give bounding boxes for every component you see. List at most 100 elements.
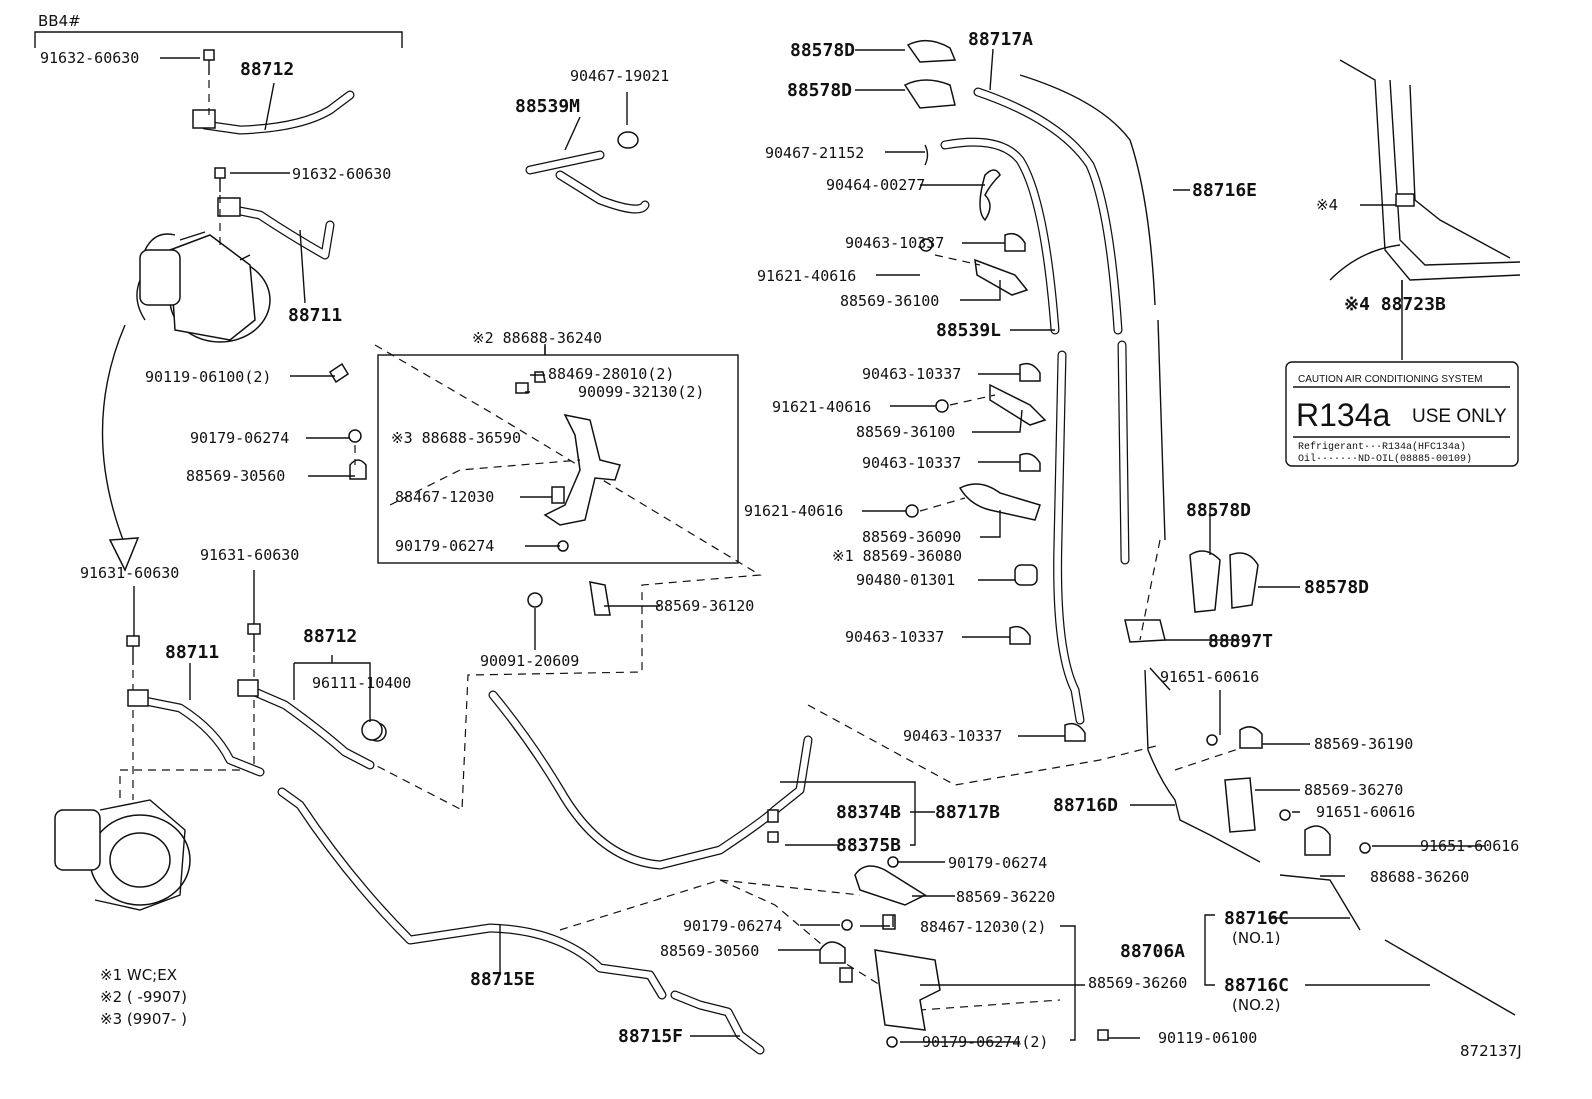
label-90179-06274-a: 90179-06274 <box>190 429 289 447</box>
bolt-icon <box>1097 1029 1109 1041</box>
caution-label: CAUTION AIR CONDITIONING SYSTEM R134a US… <box>1285 361 1519 467</box>
label-88715f: 88715F <box>618 1026 683 1047</box>
nut-icon <box>886 1036 898 1048</box>
label-88717a: 88717A <box>968 29 1033 50</box>
label-88467-12030-2: 88467-12030(2) <box>920 918 1046 936</box>
label-88578d-d: 88578D <box>1304 577 1369 598</box>
footnote-2: ※2 ( -9907) <box>100 988 187 1006</box>
label-88715e: 88715E <box>470 969 535 990</box>
compressor-lower <box>54 799 191 911</box>
bolt-icon <box>1206 734 1218 746</box>
label-90480-01301: 90480-01301 <box>856 571 955 589</box>
label-91621-40616-c: 91621-40616 <box>744 502 843 520</box>
label-88569-30560-a: 88569-30560 <box>186 467 285 485</box>
bolt-icon <box>126 635 140 665</box>
bolt-icon <box>1359 842 1371 854</box>
bolt-icon <box>214 167 226 192</box>
label-no1: (NO.1) <box>1232 929 1280 947</box>
footnote-3: ※3 (9907- ) <box>100 1010 187 1028</box>
label-90179-06274-b: 90179-06274 <box>395 537 494 555</box>
hose-clamp-icon <box>361 719 383 741</box>
nut-icon <box>841 919 853 931</box>
bracket-icon <box>589 581 611 616</box>
bolt-icon <box>1279 809 1291 821</box>
clamp-icon <box>854 865 927 906</box>
bolt-icon <box>527 592 543 608</box>
label-88569-36270: 88569-36270 <box>1304 781 1403 799</box>
grommet-icon <box>903 79 956 109</box>
hose-clamp-icon <box>979 169 1001 222</box>
label-91631-60630-b: 91631-60630 <box>200 546 299 564</box>
bolt-icon <box>935 399 949 413</box>
label-90119-06100-2: 90119-06100(2) <box>145 368 271 386</box>
caution-line2: Oil·······ND-OIL(08885-00109) <box>1298 453 1472 465</box>
label-88897t: 88897T <box>1208 631 1273 652</box>
label-88569-36100-a: 88569-36100 <box>840 292 939 310</box>
grommet-icon <box>906 39 957 63</box>
label-88717b: 88717B <box>935 802 1000 823</box>
bolt-icon <box>905 504 919 518</box>
bracket-icon <box>989 383 1047 426</box>
clamp-icon <box>1239 726 1263 749</box>
label-88539m: 88539M <box>515 96 580 117</box>
label-88578d-a: 88578D <box>790 40 855 61</box>
label-88716c-2: 88716C <box>1224 975 1289 996</box>
label-88711-a: 88711 <box>288 305 342 326</box>
hose-clamp-icon <box>1004 232 1026 252</box>
label-90463-10337-d: 90463-10337 <box>845 628 944 646</box>
hose-clamp-icon <box>1009 625 1031 645</box>
label-88712-b: 88712 <box>303 626 357 647</box>
label-88723b: ※4 88723B <box>1344 294 1446 315</box>
label-88712-a: 88712 <box>240 59 294 80</box>
label-88688-36240: ※2 88688-36240 <box>472 329 602 347</box>
footnote-1: ※1 WC;EX <box>100 966 177 984</box>
label-88569-36080: ※1 88569-36080 <box>832 547 962 565</box>
label-88569-36120: 88569-36120 <box>655 597 754 615</box>
clamp-icon <box>349 459 367 480</box>
bolt-icon <box>328 362 350 384</box>
label-88467-12030-a: 88467-12030 <box>395 488 494 506</box>
bracket-icon <box>974 258 1029 296</box>
grommet-icon <box>1189 550 1221 613</box>
label-91651-60616-a: 91651-60616 <box>1160 668 1259 686</box>
clip-icon <box>924 144 929 166</box>
label-88706a: 88706A <box>1120 941 1185 962</box>
caution-header: CAUTION AIR CONDITIONING SYSTEM <box>1298 374 1482 385</box>
caution-side: USE ONLY <box>1412 406 1507 427</box>
label-90464-00277: 90464-00277 <box>826 176 925 194</box>
clamp-icon <box>819 941 846 964</box>
clip-icon <box>551 486 565 504</box>
label-90463-10337-a: 90463-10337 <box>845 234 944 252</box>
hose-clamp-icon <box>1019 452 1041 472</box>
label-91651-60616-b: 91651-60616 <box>1316 803 1415 821</box>
label-88716e: 88716E <box>1192 180 1257 201</box>
label-90179-06274-2: 90179-06274(2) <box>922 1033 1048 1051</box>
label-88569-36190: 88569-36190 <box>1314 735 1413 753</box>
label-no2: (NO.2) <box>1232 996 1280 1014</box>
grommet-icon <box>1014 564 1038 586</box>
label-90463-10337-b: 90463-10337 <box>862 365 961 383</box>
connector-icon <box>1124 619 1166 643</box>
label-88711-b: 88711 <box>165 642 219 663</box>
label-90119-06100: 90119-06100 <box>1158 1029 1257 1047</box>
label-88578d-b: 88578D <box>787 80 852 101</box>
label-90179-06274-c: 90179-06274 <box>948 854 1047 872</box>
label-90467-19021: 90467-19021 <box>570 67 669 85</box>
label-x4: ※4 <box>1316 196 1338 214</box>
label-88569-36220: 88569-36220 <box>956 888 1055 906</box>
nut-icon <box>348 429 362 443</box>
nut-icon <box>515 382 529 394</box>
label-90463-10337-e: 90463-10337 <box>903 727 1002 745</box>
label-88716d: 88716D <box>1053 795 1118 816</box>
nut-icon <box>887 856 899 868</box>
caution-line1: Refrigerant···R134a(HFC134a) <box>1298 441 1466 453</box>
bolt-icon <box>919 238 933 252</box>
clip-icon <box>534 371 546 383</box>
bracket-icon <box>874 949 941 1031</box>
label-91632-60630-b: 91632-60630 <box>292 165 391 183</box>
label-88569-36100-b: 88569-36100 <box>856 423 955 441</box>
label-88688-36260: 88688-36260 <box>1370 868 1469 886</box>
bolt-icon <box>203 49 215 75</box>
label-88539l: 88539L <box>936 320 1001 341</box>
